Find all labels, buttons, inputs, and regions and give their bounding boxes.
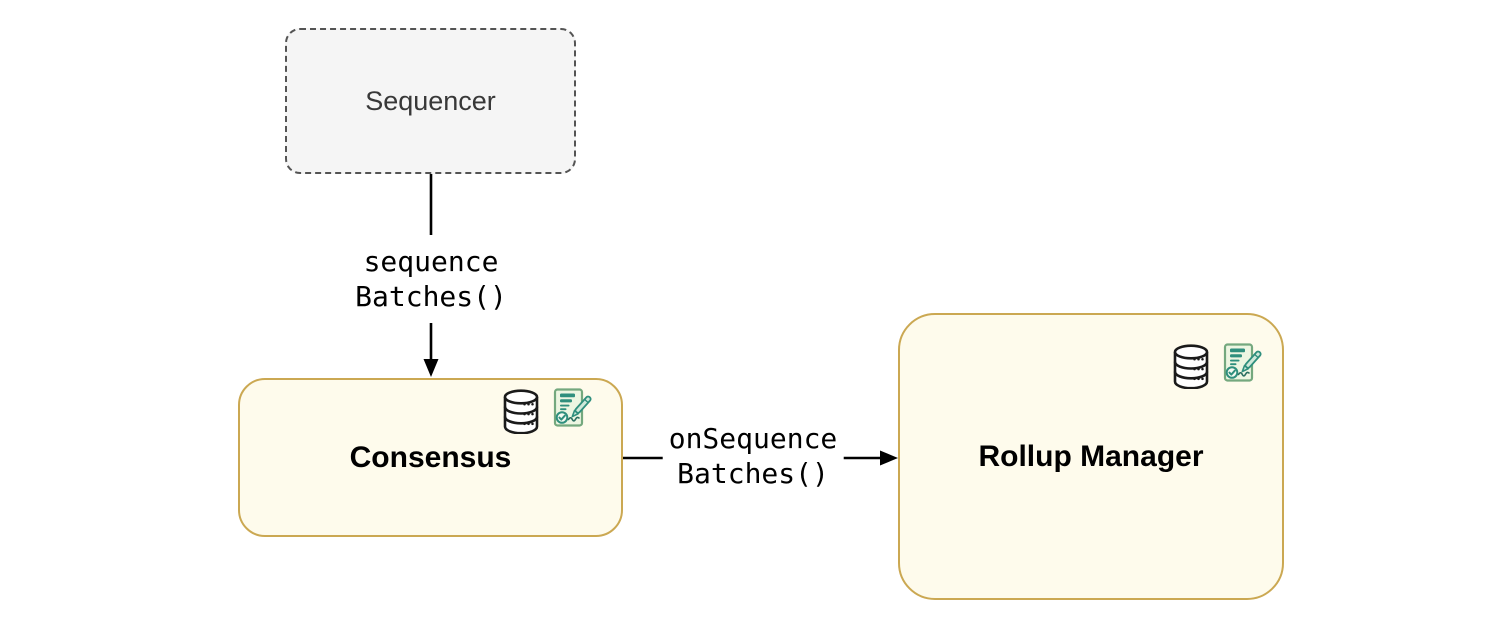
node-consensus[interactable]: Consensus: [238, 378, 623, 537]
node-consensus-icons: [502, 388, 592, 434]
node-consensus-label: Consensus: [349, 440, 512, 474]
database-icon: [1173, 344, 1209, 389]
edge-label-line: Batches(): [355, 280, 507, 313]
edge-label-sequence-batches: sequence Batches(): [349, 235, 513, 323]
edge-label-line: Batches(): [677, 457, 829, 490]
node-rollup-manager-label: Rollup Manager: [978, 439, 1204, 473]
edge-label-on-sequence-batches: onSequence Batches(): [662, 412, 844, 500]
node-rollup-manager[interactable]: Rollup Manager: [898, 313, 1284, 600]
node-sequencer[interactable]: Sequencer: [285, 28, 576, 174]
signed-contract-icon: [553, 388, 592, 427]
node-sequencer-label: Sequencer: [365, 85, 496, 116]
edge-label-line: onSequence: [668, 422, 838, 455]
signed-contract-icon: [1223, 343, 1262, 382]
edge-sequence-batches-arrowhead: [423, 359, 439, 377]
node-rollup-manager-icons: [1172, 343, 1262, 389]
edge-label-line: sequence: [363, 245, 499, 278]
edge-on-sequence-batches-arrowhead: [880, 450, 898, 466]
database-icon: [503, 389, 539, 434]
